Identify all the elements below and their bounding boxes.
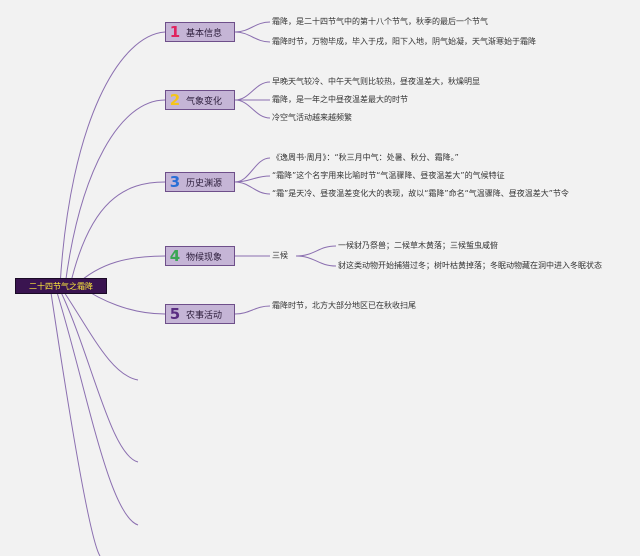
- link-root-empty-1: [59, 285, 139, 381]
- leaf-4-sub-2[interactable]: 豺这类动物开始捕猎过冬；树叶枯黄掉落；冬眠动物藏在洞中进入冬眠状态: [338, 261, 602, 270]
- root-node[interactable]: 二十四节气之霜降: [15, 278, 107, 294]
- leaf-3-3[interactable]: “霜”是天冷、昼夜温差变化大的表现，故以“霜降”命名“气温骤降、昼夜温差大”节令: [272, 189, 569, 198]
- branch-node-2[interactable]: 2 气象变化: [165, 90, 235, 110]
- link-root-empty-4: [49, 285, 101, 556]
- leaf-2-3[interactable]: 冷空气活动越来越频繁: [272, 113, 352, 122]
- branch-node-1[interactable]: 1 基本信息: [165, 22, 235, 42]
- link-4-sub-a: [295, 245, 337, 257]
- link-2-c: [234, 99, 271, 119]
- branch-number-5: 5: [169, 305, 181, 323]
- link-root-2: [64, 99, 166, 287]
- branch-node-5[interactable]: 5 农事活动: [165, 304, 235, 324]
- branch-number-2: 2: [169, 91, 181, 109]
- link-root-3: [69, 181, 166, 287]
- link-3-a: [234, 157, 271, 183]
- leaf-3-2[interactable]: “霜降”这个名字用来比喻时节“气温骤降、昼夜温差大”的气候特征: [272, 171, 505, 180]
- link-root-1: [59, 31, 166, 287]
- branch-label-4: 物候现象: [186, 252, 223, 263]
- link-5-a: [234, 305, 271, 315]
- branch-node-3[interactable]: 3 历史渊源: [165, 172, 235, 192]
- branch-number-4: 4: [169, 247, 181, 265]
- branch-label-2: 气象变化: [186, 96, 223, 107]
- link-4-sub-b: [295, 255, 337, 267]
- link-root-empty-2: [57, 285, 139, 463]
- leaf-1-1[interactable]: 霜降，是二十四节气中的第十八个节气，秋季的最后一个节气: [272, 17, 488, 26]
- leaf-2-1[interactable]: 早晚天气较冷、中午天气则比较热，昼夜温差大，秋燥明显: [272, 77, 480, 86]
- leaf-4-1[interactable]: 三候: [272, 251, 288, 260]
- leaf-2-2[interactable]: 霜降，是一年之中昼夜温差最大的时节: [272, 95, 408, 104]
- branch-label-1: 基本信息: [186, 28, 223, 39]
- leaf-4-sub-1[interactable]: 一候豺乃祭兽；二候草木黄落；三候蜇虫咸俯: [338, 241, 498, 250]
- link-2-a: [234, 81, 271, 101]
- branch-node-4[interactable]: 4 物候现象: [165, 246, 235, 266]
- link-3-c: [234, 181, 271, 195]
- branch-number-1: 1: [169, 23, 181, 41]
- branch-label-5: 农事活动: [186, 310, 223, 321]
- link-root-empty-3: [54, 285, 139, 526]
- leaf-1-2[interactable]: 霜降时节，万物毕成，毕入于戌，阳下入地，阴气始凝，天气渐寒始于霜降: [272, 37, 536, 46]
- leaf-3-1[interactable]: 《逸周书·周月》：“秋三月中气：处暑、秋分、霜降。”: [272, 153, 459, 162]
- link-1-b: [234, 31, 271, 43]
- link-1-a: [234, 21, 271, 33]
- leaf-5-1[interactable]: 霜降时节，北方大部分地区已在秋收扫尾: [272, 301, 416, 310]
- branch-number-3: 3: [169, 173, 181, 191]
- branch-label-3: 历史渊源: [186, 178, 223, 189]
